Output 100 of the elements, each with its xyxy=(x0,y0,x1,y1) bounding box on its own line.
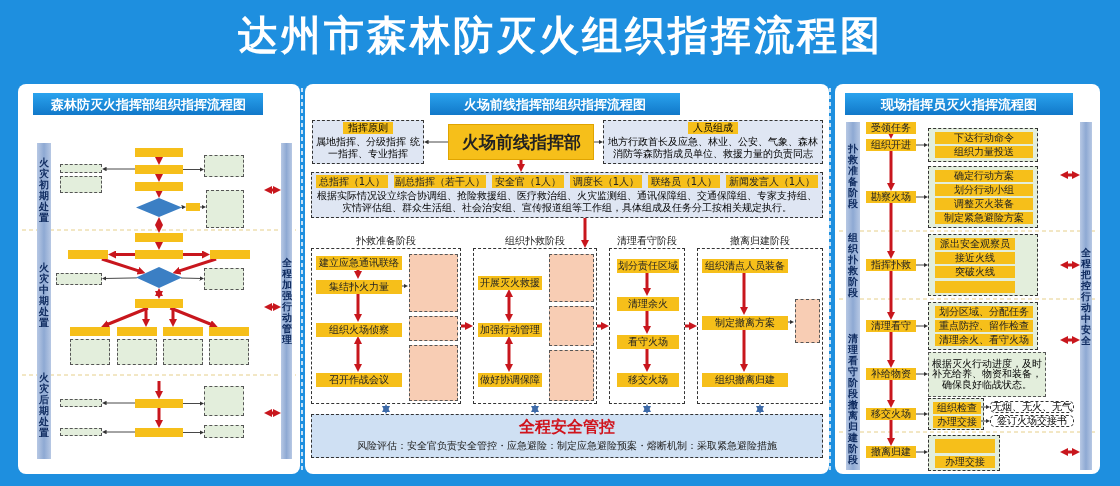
arrow xyxy=(199,204,207,210)
stage-band xyxy=(37,143,51,459)
step-box: 组织检查 xyxy=(933,402,981,414)
detail-box xyxy=(204,425,244,438)
group-box xyxy=(928,128,1038,162)
arrow xyxy=(1060,171,1080,179)
body-text: 风险评估：安全官负责安全管控・应急避险：制定应急避险预案・熔断机制：采取紧急避险措施 xyxy=(357,439,777,453)
step-box: 组织撤离归建 xyxy=(702,373,788,387)
arrow xyxy=(155,157,163,165)
body-text: 属地指挥、分级指挥 统一指挥、专业指挥 xyxy=(315,136,421,160)
detail-box xyxy=(117,339,157,365)
panel xyxy=(18,84,300,474)
detail-box xyxy=(60,164,102,173)
arrow xyxy=(101,257,146,275)
step-box xyxy=(209,327,249,336)
step-box: 联络员（1人） xyxy=(648,175,720,188)
step-box: 开展灭火救援 xyxy=(478,276,542,290)
step-box: 安全官（1人） xyxy=(492,175,564,188)
step-box: 做好协调保障 xyxy=(478,373,542,387)
step-box xyxy=(135,428,183,437)
step-box: 撤离归建 xyxy=(866,446,916,458)
stage-label: 扑救准备阶段 xyxy=(847,142,859,209)
step-box: 划分区域、分配任务 xyxy=(935,306,1033,318)
step-box: 集结扑火力量 xyxy=(316,280,402,294)
arrow xyxy=(740,329,748,372)
step-box: 划分责任区域 xyxy=(617,259,679,273)
step-box xyxy=(68,250,108,259)
step-box: 新闻发言人（1人） xyxy=(726,175,818,188)
stage-label: 组织扑救阶段 xyxy=(847,231,859,298)
step-box xyxy=(935,439,995,453)
step-box: 补给物资 xyxy=(866,368,916,380)
arrow xyxy=(756,404,764,414)
group-box xyxy=(928,234,1038,296)
step-box xyxy=(163,327,203,336)
detail-box xyxy=(549,350,594,401)
step-box: 勘察火场 xyxy=(866,191,916,203)
stage-label: 清理看守阶段 xyxy=(847,332,859,399)
step-box: 清理余火、看守火场 xyxy=(935,334,1033,346)
step-box: 火场前线指挥部 xyxy=(448,124,594,160)
arrow xyxy=(264,303,281,311)
stage-label: 火灾初期处置 xyxy=(38,157,50,224)
detail-box xyxy=(56,273,102,285)
panel xyxy=(835,84,1100,474)
arrow xyxy=(155,288,163,299)
arrow xyxy=(597,322,609,330)
detail-box xyxy=(206,190,244,228)
arrow xyxy=(887,131,895,139)
step-box: 接近火线 xyxy=(935,252,1015,264)
arrow xyxy=(169,306,218,328)
step-box xyxy=(135,233,183,242)
panel xyxy=(305,84,829,474)
safety-heading: 全程安全管控 xyxy=(519,417,615,437)
body-text: 根据实际情况设立综合协调组、抢险救援组、医疗救治组、火灾监测组、通讯保障组、交通保障组、专家支持组、灾情评估组、群众生活组、社会治安组、宣传报道组等工作组，具体组成及任务分工按相关规定执行。 xyxy=(316,190,818,214)
arrow xyxy=(505,336,513,372)
arrow xyxy=(155,408,163,428)
arrow xyxy=(581,218,589,248)
step-box: 突破火线 xyxy=(935,266,1015,278)
detail-box xyxy=(60,399,102,407)
step-box xyxy=(70,327,110,336)
arrow xyxy=(643,404,651,414)
step-box: 组织力量投送 xyxy=(935,146,1033,158)
arrow xyxy=(887,332,895,368)
step-box: 划分行动小组 xyxy=(935,184,1033,196)
step-box: 看守火场 xyxy=(617,335,679,349)
step-box: 总指挥（1人） xyxy=(316,175,388,188)
detail-box xyxy=(60,428,102,436)
arrow xyxy=(505,289,513,322)
note-box: 签订火场交接书 xyxy=(990,415,1074,427)
detail-box xyxy=(163,339,203,365)
detail-box xyxy=(204,386,244,416)
decision-diamond xyxy=(136,198,182,217)
stage-band xyxy=(281,143,292,459)
arrow xyxy=(1060,261,1080,269)
step-box: 重点防控、留作检查 xyxy=(935,320,1033,332)
step-box xyxy=(135,182,183,191)
arrow xyxy=(1060,448,1080,456)
stage-label: 火灾中期处置 xyxy=(38,261,50,328)
step-box: 指挥扑救 xyxy=(866,259,916,271)
stage-band xyxy=(1080,122,1092,470)
arrow xyxy=(354,269,362,279)
group-box xyxy=(928,166,1038,228)
step-box: 组织清点人员装备 xyxy=(702,259,788,273)
arrow xyxy=(887,271,895,320)
step-box: 移交火场 xyxy=(617,373,679,387)
arrow xyxy=(169,308,177,327)
step-box: 加强行动管理 xyxy=(478,323,542,337)
arrow xyxy=(142,308,150,327)
step-box: 组织开进 xyxy=(866,139,916,151)
detail-box xyxy=(209,339,249,365)
decision-diamond xyxy=(136,267,182,288)
arrow xyxy=(155,217,163,233)
step-box: 下达行动命令 xyxy=(935,132,1033,144)
info-box xyxy=(603,120,823,164)
detail-box xyxy=(60,176,102,193)
detail-box xyxy=(549,306,594,346)
stage-label: 全程加强行动管理 xyxy=(281,257,292,345)
step-box xyxy=(135,250,183,259)
note-box: 无烟、无火、无气 xyxy=(990,401,1074,413)
step-box xyxy=(135,399,183,408)
arrow xyxy=(183,250,210,259)
